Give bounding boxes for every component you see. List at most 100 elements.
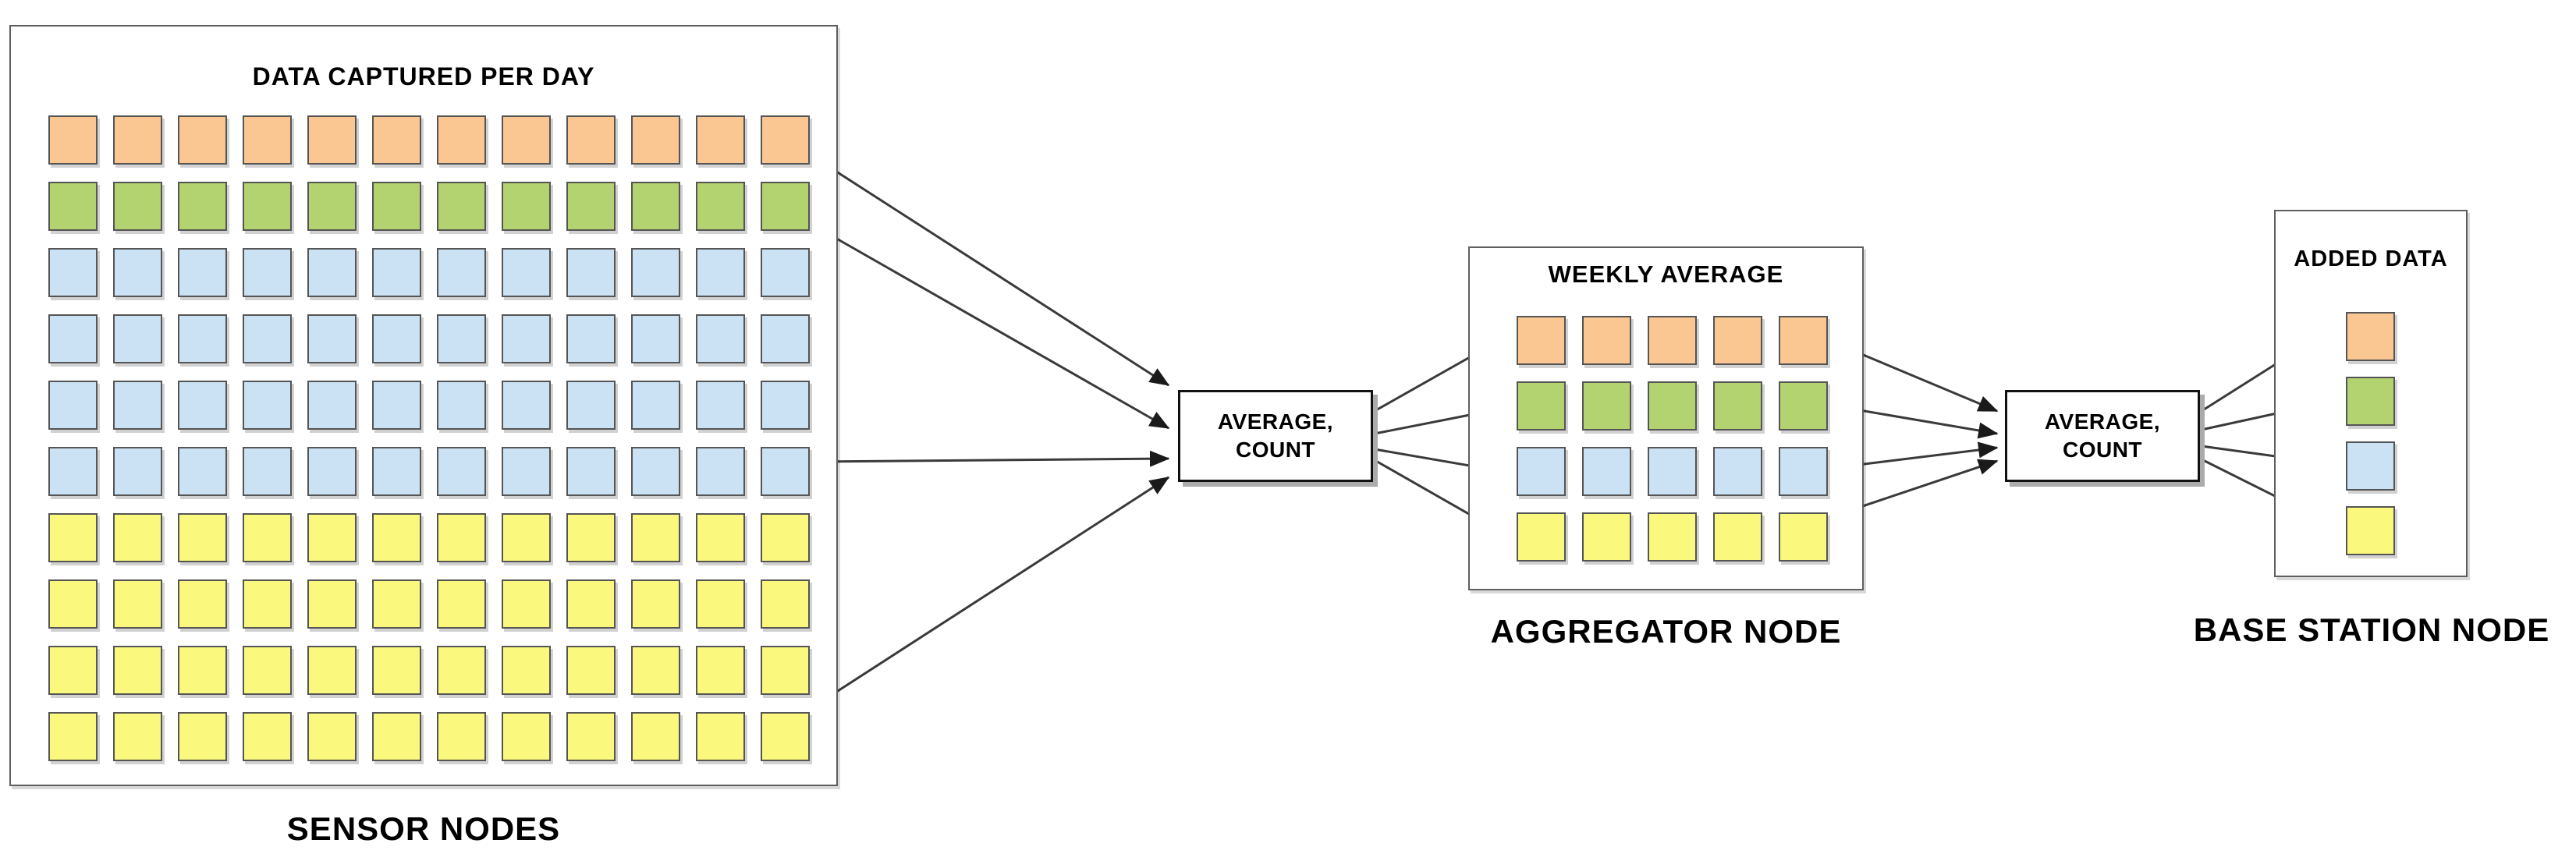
average-count-text-2: AVERAGE, COUNT — [2045, 408, 2160, 463]
sensor-data-cell-yellow — [243, 579, 292, 629]
aggregator-data-cell-yellow — [1779, 512, 1828, 562]
sensor-data-cell-blue — [566, 314, 616, 363]
sensor-data-cell-yellow — [243, 712, 292, 761]
aggregator-data-cell-blue — [1648, 447, 1697, 496]
sensor-data-cell-blue — [631, 447, 680, 496]
aggregator-data-cell-green — [1582, 381, 1631, 431]
sensor-data-cell-blue — [243, 381, 292, 430]
aggregator-node-label: AGGREGATOR NODE — [1490, 613, 1842, 650]
sensor-data-cell-blue — [566, 447, 616, 496]
sensor-data-cell-blue — [243, 447, 292, 496]
sensor-data-cell-yellow — [307, 513, 357, 562]
sensor-data-cell-yellow — [48, 712, 98, 761]
sensor-data-cell-orange — [307, 115, 357, 165]
sensor-data-cell-yellow — [113, 646, 162, 695]
sensor-data-cell-green — [566, 182, 616, 231]
sensor-data-cell-yellow — [178, 646, 227, 695]
sensor-data-cell-blue — [372, 381, 421, 430]
sensor-data-cell-blue — [437, 447, 486, 496]
sensor-data-cell-yellow — [696, 579, 745, 629]
sensor-data-cell-yellow — [566, 646, 616, 695]
aggregator-data-cell-green — [1779, 381, 1828, 431]
aggregator-data-cell-green — [1648, 381, 1697, 431]
sensor-data-cell-yellow — [307, 646, 357, 695]
sensor-data-cell-blue — [761, 248, 810, 297]
sensor-data-cell-blue — [502, 381, 551, 430]
sensor-data-cell-blue — [696, 314, 745, 363]
sensor-data-cell-yellow — [113, 579, 162, 629]
sensor-data-cell-blue — [113, 381, 162, 430]
sensor-data-cell-yellow — [761, 513, 810, 562]
sensor-data-cell-blue — [243, 248, 292, 297]
sensor-data-cell-blue — [307, 314, 357, 363]
sensor-data-cell-orange — [372, 115, 421, 165]
sensor-data-cell-blue — [48, 314, 98, 363]
arrow-sensor-blue-to-avg1 — [812, 450, 1170, 467]
sensor-data-cell-yellow — [48, 646, 98, 695]
sensor-data-cell-blue — [631, 248, 680, 297]
sensor-data-cell-yellow — [372, 712, 421, 761]
process-line1: AVERAGE, — [1217, 409, 1334, 434]
sensor-data-cell-yellow — [372, 513, 421, 562]
process-line2: COUNT — [2062, 438, 2143, 462]
arrow-sensor-orange-to-avg1 — [811, 154, 1170, 387]
sensor-data-cell-orange — [48, 115, 98, 165]
aggregator-data-cell-green — [1713, 381, 1762, 431]
sensor-data-cell-blue — [113, 447, 162, 496]
base-station-box-title: ADDED DATA — [2294, 246, 2448, 271]
sensor-data-cell-orange — [502, 115, 551, 165]
aggregator-data-cell-yellow — [1648, 512, 1697, 562]
sensor-data-cell-blue — [502, 447, 551, 496]
sensor-data-cell-blue — [113, 314, 162, 363]
sensor-data-cell-blue — [437, 381, 486, 430]
sensor-data-cell-green — [631, 182, 680, 231]
sensor-data-cell-orange — [696, 115, 745, 165]
sensor-data-cell-blue — [48, 248, 98, 297]
average-count-box-2: AVERAGE, COUNT — [2005, 390, 2200, 482]
aggregator-data-cell-blue — [1713, 447, 1762, 496]
arrow-sensor-green-to-avg1 — [811, 223, 1170, 430]
sensor-data-cell-blue — [696, 381, 745, 430]
sensor-data-cell-blue — [372, 314, 421, 363]
sensor-data-cell-yellow — [631, 513, 680, 562]
sensor-data-cell-blue — [502, 314, 551, 363]
sensor-data-cell-blue — [307, 381, 357, 430]
sensor-data-cell-blue — [696, 447, 745, 496]
sensor-data-cell-yellow — [566, 579, 616, 629]
sensor-data-cell-yellow — [566, 513, 616, 562]
sensor-data-cell-yellow — [307, 579, 357, 629]
sensor-data-cell-yellow — [631, 712, 680, 761]
sensor-data-cell-blue — [178, 447, 227, 496]
sensor-data-cell-yellow — [437, 712, 486, 761]
sensor-data-cell-orange — [113, 115, 162, 165]
sensor-data-cell-blue — [631, 314, 680, 363]
sensor-nodes-label: SENSOR NODES — [286, 810, 561, 847]
sensor-data-cell-green — [243, 182, 292, 231]
sensor-data-cell-green — [48, 182, 98, 231]
sensor-data-cell-yellow — [48, 579, 98, 629]
sensor-data-cell-blue — [48, 447, 98, 496]
aggregator-data-cell-blue — [1517, 447, 1566, 496]
sensor-data-cell-blue — [437, 248, 486, 297]
base-station-data-cell-yellow — [2346, 506, 2395, 555]
average-count-text-1: AVERAGE, COUNT — [1218, 408, 1333, 463]
arrow-sensor-yellow-to-avg1 — [815, 476, 1170, 707]
sensor-data-cell-blue — [696, 248, 745, 297]
sensor-data-cell-yellow — [566, 712, 616, 761]
aggregator-data-cell-blue — [1779, 447, 1828, 496]
sensor-data-cell-orange — [178, 115, 227, 165]
sensor-data-cell-yellow — [48, 513, 98, 562]
sensor-data-cell-yellow — [437, 513, 486, 562]
sensor-data-cell-yellow — [437, 579, 486, 629]
sensor-data-cell-yellow — [631, 646, 680, 695]
sensor-data-cell-blue — [437, 314, 486, 363]
average-count-box-1: AVERAGE, COUNT — [1178, 390, 1373, 482]
sensor-data-cell-yellow — [178, 513, 227, 562]
sensor-data-cell-blue — [631, 381, 680, 430]
sensor-data-cell-orange — [243, 115, 292, 165]
process-line2: COUNT — [1235, 438, 1316, 462]
sensor-data-cell-blue — [372, 248, 421, 297]
aggregator-data-cell-yellow — [1582, 512, 1631, 562]
aggregator-data-cell-yellow — [1517, 512, 1566, 562]
